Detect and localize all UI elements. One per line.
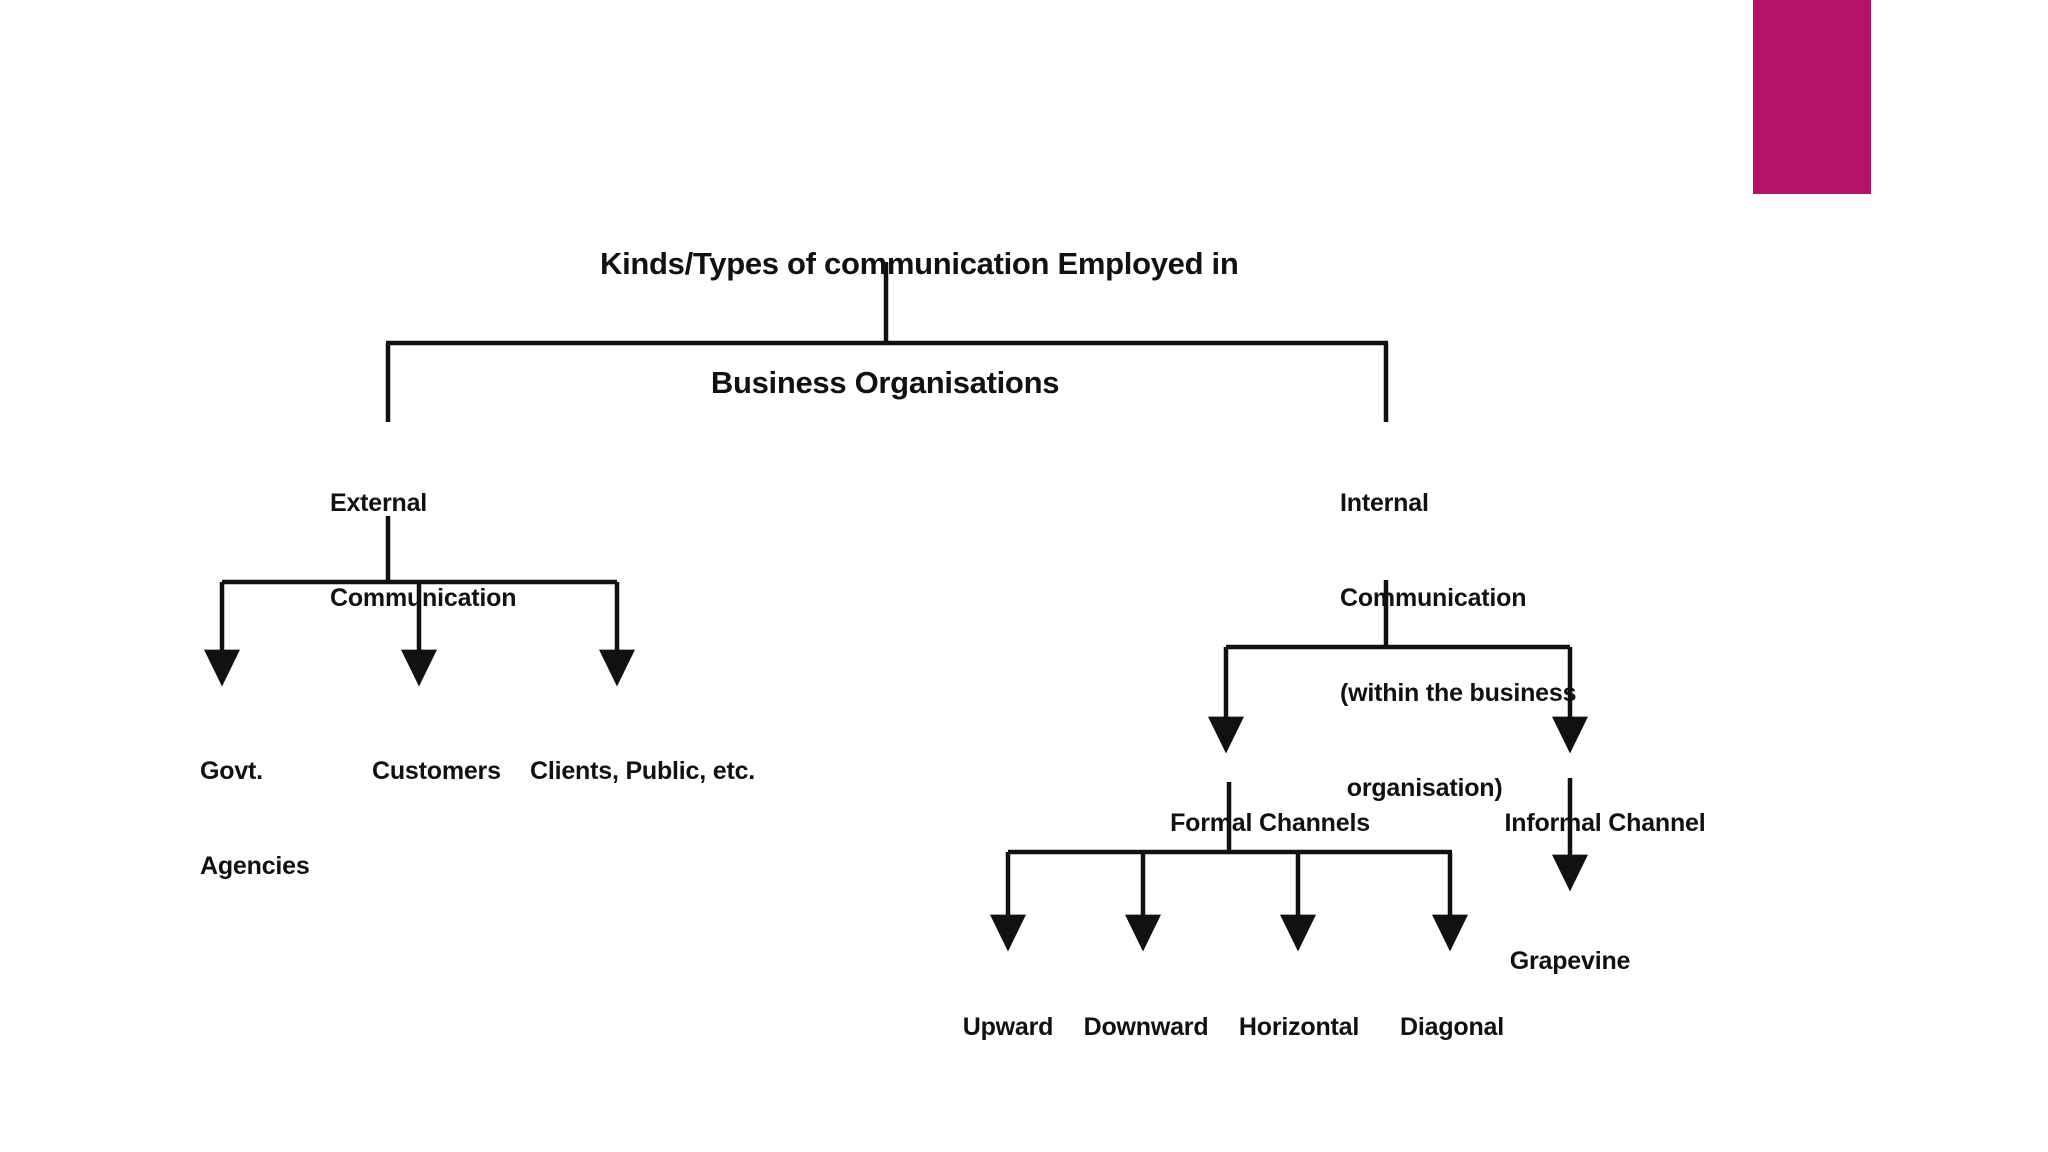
node-customers-label: Customers <box>372 756 501 785</box>
node-external-communication-line-1: External <box>330 488 428 517</box>
diagram-title-line-1: Kinds/Types of communication Employed in <box>600 246 1239 282</box>
node-grapevine[interactable]: Grapevine <box>1460 882 1680 1041</box>
node-internal-communication-line-3: (within the business <box>1340 679 1577 707</box>
node-internal-communication-line-1: Internal <box>1340 488 1429 517</box>
node-upward[interactable]: Upward <box>928 948 1088 1107</box>
node-horizontal-label: Horizontal <box>1238 1012 1360 1041</box>
node-horizontal[interactable]: Horizontal <box>1208 948 1390 1107</box>
node-customers[interactable]: Customers <box>372 692 592 851</box>
node-informal-channel[interactable]: Informal Channel <box>1455 744 1755 903</box>
node-govt-agencies-line-2: Agencies <box>200 851 310 880</box>
node-clients-public-etc[interactable]: Clients, Public, etc. <box>530 692 830 851</box>
node-internal-communication-line-4: organisation) <box>1340 774 1503 803</box>
node-internal-communication-line-2: Communication <box>1340 583 1527 612</box>
node-diagonal[interactable]: Diagonal <box>1372 948 1532 1107</box>
node-govt-agencies-line-1: Govt. <box>200 756 263 785</box>
node-downward[interactable]: Downward <box>1058 948 1234 1107</box>
node-upward-label: Upward <box>962 1012 1054 1041</box>
node-formal-channels[interactable]: Formal Channels <box>1120 744 1420 903</box>
node-diagonal-label: Diagonal <box>1400 1012 1504 1041</box>
node-internal-communication[interactable]: Internal Communication (within the busin… <box>1340 424 1760 869</box>
node-clients-public-etc-label: Clients, Public, etc. <box>530 756 756 785</box>
node-grapevine-label: Grapevine <box>1509 946 1631 975</box>
node-external-communication-line-2: Communication <box>330 583 517 612</box>
node-external-communication[interactable]: External Communication <box>330 424 660 678</box>
node-informal-channel-label: Informal Channel <box>1504 808 1706 837</box>
diagram-title: Kinds/Types of communication Employed in… <box>600 165 1239 482</box>
node-govt-agencies[interactable]: Govt. Agencies <box>200 692 420 946</box>
node-formal-channels-label: Formal Channels <box>1170 808 1370 837</box>
node-downward-label: Downward <box>1083 1012 1209 1041</box>
accent-bar-decoration <box>1753 0 1871 194</box>
diagram-title-line-2: Business Organisations <box>710 365 1060 401</box>
